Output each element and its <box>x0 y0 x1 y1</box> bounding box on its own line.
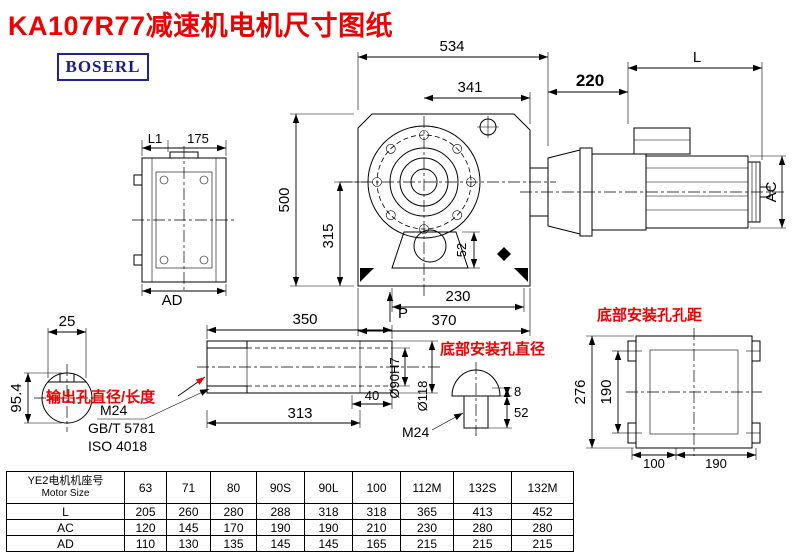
cell: 413 <box>453 503 512 520</box>
technical-drawing: 534 341 220 L 500 315 52 230 <box>8 38 786 470</box>
col-header: 71 <box>166 471 211 504</box>
cell: 288 <box>256 503 305 520</box>
left-side-view: L1 175 AD <box>132 131 236 309</box>
bottom-hole-dia-label: 底部安装孔直径 <box>440 340 545 358</box>
dim-40: 40 <box>365 388 379 403</box>
row-label: AD <box>6 535 125 552</box>
output-hole-label: 输出孔直径/长度 <box>46 388 156 406</box>
output-shaft-view: 350 40 313 Ø90H7 Ø118 输出孔直径/长度 M24 GB/T … <box>46 311 442 454</box>
cell: 215 <box>400 535 454 552</box>
col-header: 90L <box>304 471 353 504</box>
cell: 145 <box>166 519 211 536</box>
cell: 318 <box>304 503 353 520</box>
header-en: Motor Size <box>41 488 90 500</box>
note-m24: M24 <box>100 402 127 418</box>
dim-534: 534 <box>439 38 464 55</box>
cell: 318 <box>352 503 401 520</box>
col-header: 63 <box>124 471 167 504</box>
dim-313: 313 <box>287 405 312 422</box>
dim-276: 276 <box>572 379 589 404</box>
cell: 170 <box>210 519 257 536</box>
cell: 260 <box>166 503 211 520</box>
bottom-mounting-view: 底部安装孔孔距 276 190 10 <box>572 306 762 470</box>
table-header-row: YE2电机机座号 Motor Size 63 71 80 90S 90L 100… <box>6 471 574 504</box>
col-header: 90S <box>256 471 305 504</box>
dim-25: 25 <box>59 313 76 330</box>
page-title: KA107R77减速机电机尺寸图纸 <box>8 11 394 41</box>
dim-d90: Ø90H7 <box>387 357 402 398</box>
cell: 190 <box>304 519 353 536</box>
cell: 190 <box>256 519 305 536</box>
table-row-L: L 205 260 280 288 318 318 365 413 452 <box>6 503 574 520</box>
boserl-logo: BOSERL <box>57 53 149 81</box>
dim-190h: 190 <box>705 456 727 470</box>
row-label: L <box>6 503 125 520</box>
dim-52-main: 52 <box>454 243 469 257</box>
cell: 230 <box>400 519 454 536</box>
dim-L: L <box>693 49 701 66</box>
cell: 215 <box>511 535 574 552</box>
col-header: 132M <box>511 471 574 504</box>
dim-AC: AC <box>763 181 780 202</box>
dim-AD: AD <box>162 292 183 309</box>
cell: 280 <box>453 519 512 536</box>
cell: 365 <box>400 503 454 520</box>
dim-8: 8 <box>514 384 521 399</box>
cell: 120 <box>124 519 167 536</box>
dim-100: 100 <box>643 456 665 470</box>
dim-52-bolt: 52 <box>514 405 528 420</box>
cell: 145 <box>304 535 353 552</box>
col-header: 132S <box>453 471 512 504</box>
row-label: AC <box>6 519 125 536</box>
dim-350: 350 <box>292 311 317 328</box>
dim-230: 230 <box>445 288 470 305</box>
cell: 205 <box>124 503 167 520</box>
bottom-hole-spacing-label: 底部安装孔孔距 <box>597 306 702 324</box>
foundation-bolt-view: 底部安装孔直径 8 52 M24 <box>402 340 545 440</box>
cell: 165 <box>352 535 401 552</box>
dim-190v: 190 <box>598 379 615 404</box>
header-cn: YE2电机机座号 <box>27 474 104 487</box>
dim-L1: L1 <box>148 131 162 146</box>
note-gb: GB/T 5781 <box>88 420 156 436</box>
col-header: 100 <box>352 471 401 504</box>
table-header-motor-size: YE2电机机座号 Motor Size <box>6 471 125 504</box>
dim-341: 341 <box>457 79 482 96</box>
dim-95-4: 95.4 <box>8 383 25 412</box>
dim-315: 315 <box>320 223 337 248</box>
note-m24-bolt: M24 <box>402 424 429 440</box>
cell: 210 <box>352 519 401 536</box>
dim-P: P <box>398 305 408 322</box>
dim-d118: Ø118 <box>415 381 430 412</box>
cell: 135 <box>210 535 257 552</box>
col-header: 112M <box>400 471 454 504</box>
cell: 280 <box>210 503 257 520</box>
dim-370: 370 <box>431 312 456 329</box>
cell: 280 <box>511 519 574 536</box>
cell: 130 <box>166 535 211 552</box>
dim-500: 500 <box>276 187 293 212</box>
shaft-key-section-view: 25 95.4 <box>8 313 100 432</box>
cell: 215 <box>453 535 512 552</box>
main-front-view: 534 341 220 L 500 315 52 230 <box>276 38 786 336</box>
col-header: 80 <box>210 471 257 504</box>
note-iso: ISO 4018 <box>88 438 147 454</box>
table-row-AC: AC 120 145 170 190 190 210 230 280 280 <box>6 519 574 536</box>
cell: 145 <box>256 535 305 552</box>
motor-size-table: YE2电机机座号 Motor Size 63 71 80 90S 90L 100… <box>6 471 574 552</box>
dim-175: 175 <box>187 131 209 146</box>
table-row-AD: AD 110 130 135 145 145 165 215 215 215 <box>6 535 574 552</box>
dim-220: 220 <box>576 71 604 90</box>
cell: 452 <box>511 503 574 520</box>
cell: 110 <box>124 535 167 552</box>
